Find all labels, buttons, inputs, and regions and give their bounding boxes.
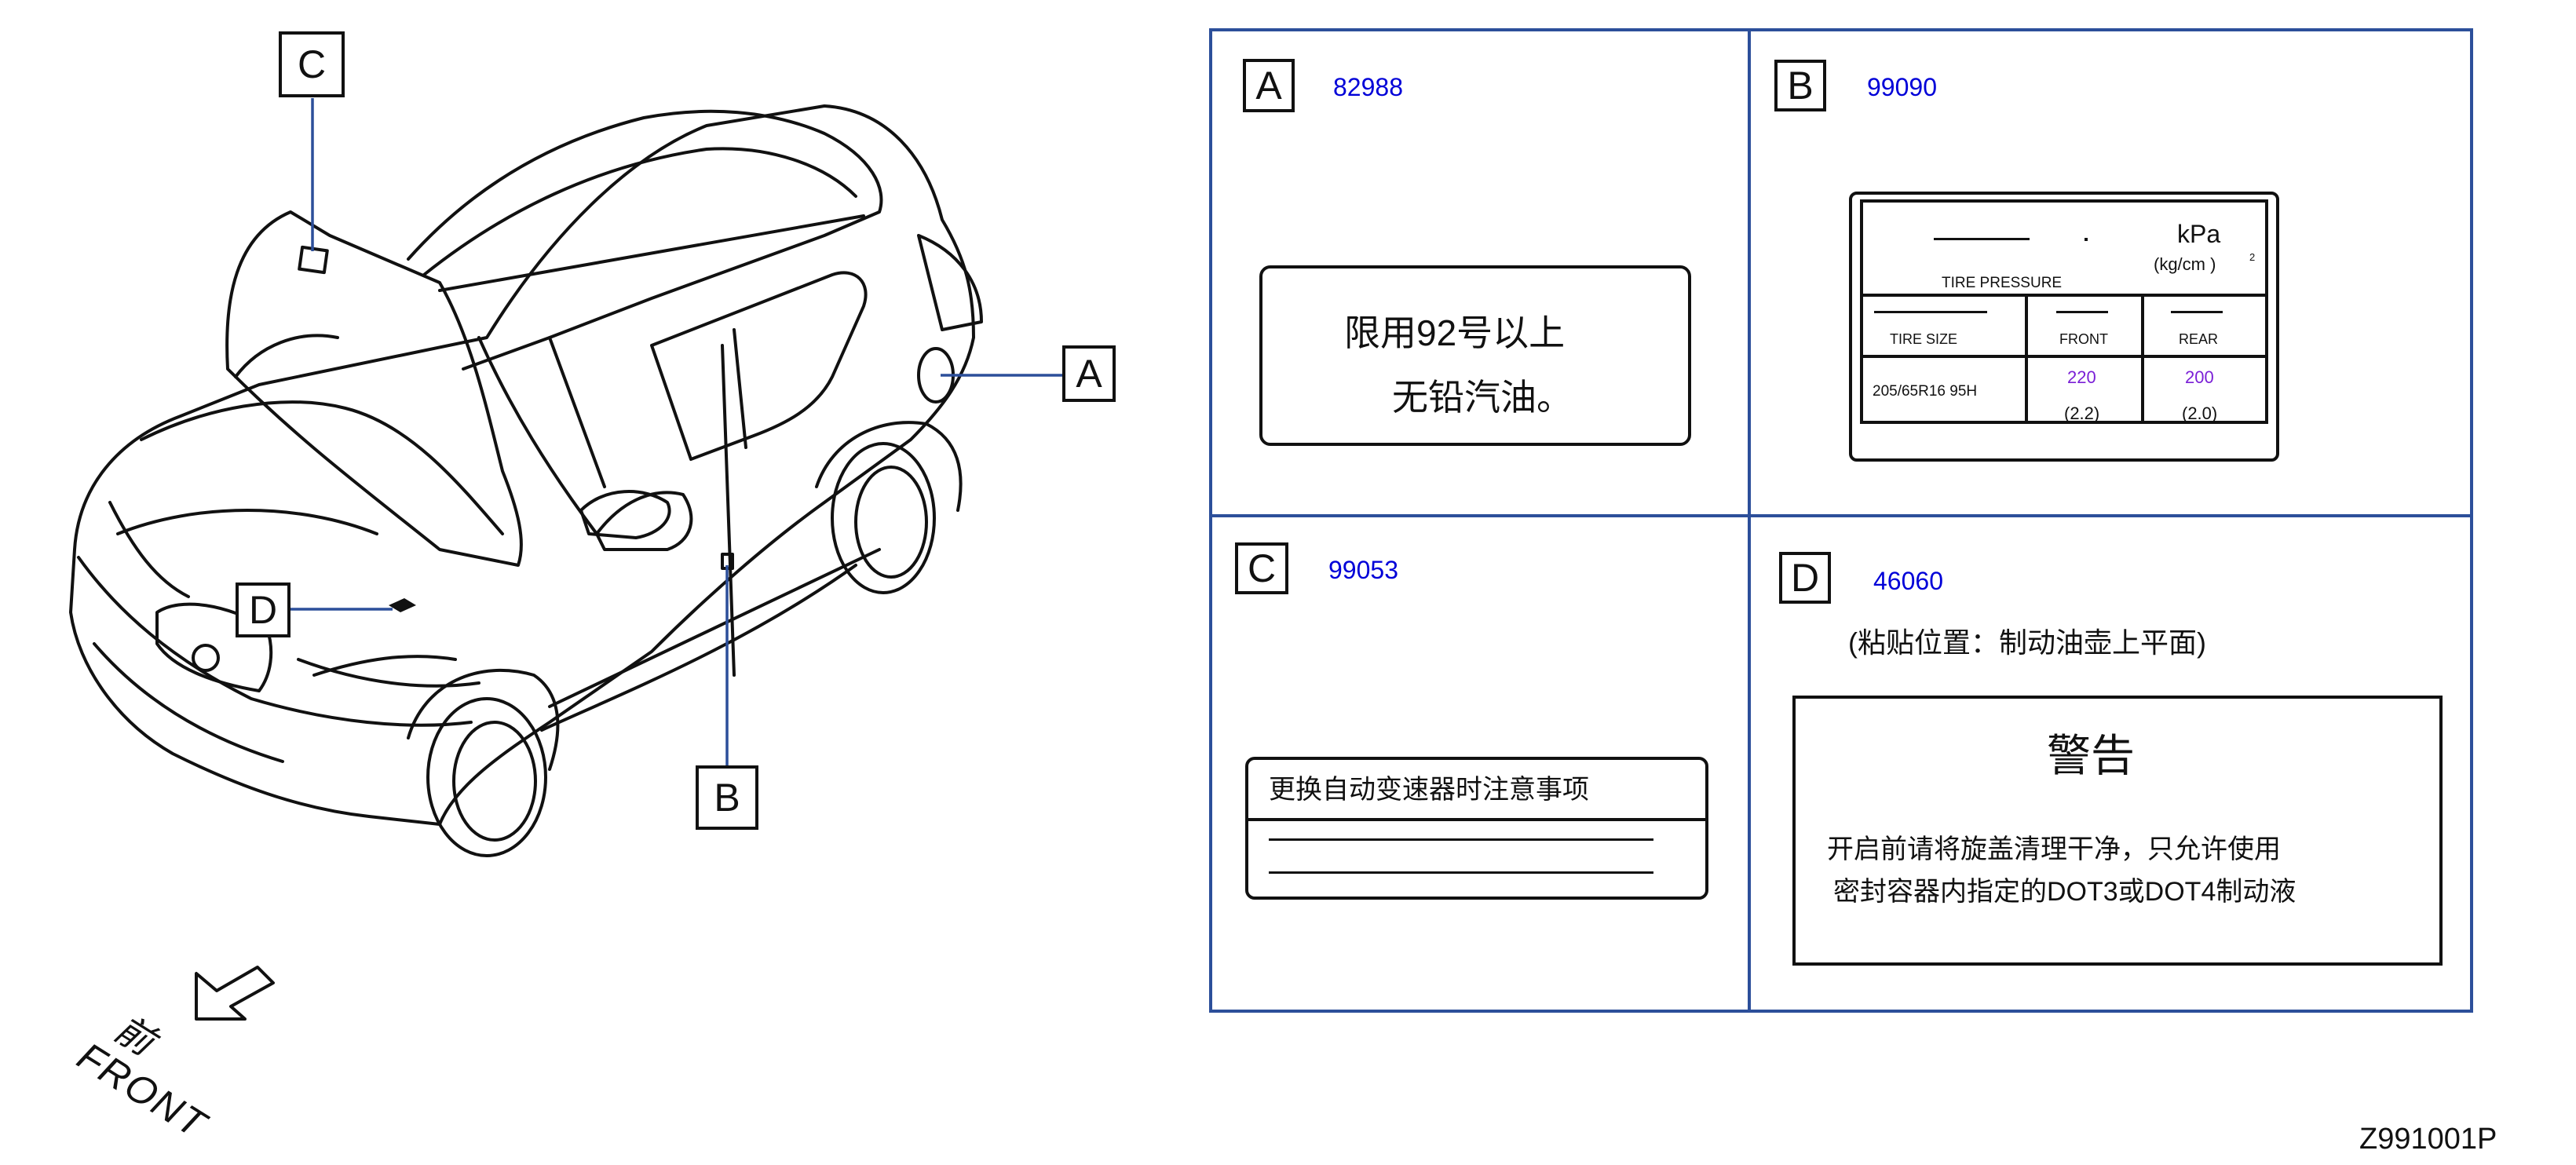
front-arrow-icon bbox=[195, 966, 275, 1021]
panel-a-letter: A bbox=[1243, 59, 1295, 112]
warning-title: 警告 bbox=[2047, 731, 2135, 780]
panel-a-part-number: 82988 bbox=[1333, 73, 1403, 101]
panel-divider-vertical bbox=[1748, 28, 1751, 1013]
panel-c-part-number: 99053 bbox=[1328, 556, 1398, 584]
rear-header: REAR bbox=[2179, 331, 2219, 347]
transmission-label-title: 更换自动变速器时注意事项 bbox=[1269, 775, 1589, 805]
front-header: FRONT bbox=[2059, 331, 2108, 347]
kgcm-unit: (kg/cm ) bbox=[2154, 254, 2216, 274]
front-pressure-kg: (2.2) bbox=[2064, 404, 2100, 423]
panel-b-letter: B bbox=[1774, 60, 1826, 111]
fuel-label-line1: 限用92号以上 bbox=[1344, 312, 1566, 353]
front-wheel bbox=[426, 697, 547, 857]
label-d-placement-note: (粘贴位置：制动油壶上平面) bbox=[1848, 626, 2206, 659]
tire-size-value: 205/65R16 95H bbox=[1873, 383, 1978, 400]
rear-wheel bbox=[831, 442, 936, 594]
rear-pressure-kg: (2.0) bbox=[2182, 404, 2218, 423]
rear-pressure-kpa: 200 bbox=[2185, 367, 2214, 387]
front-emblem bbox=[192, 644, 220, 672]
label-d-location bbox=[389, 598, 416, 612]
panel-c-letter: C bbox=[1235, 542, 1288, 594]
panel-b-part-number: 99090 bbox=[1867, 73, 1937, 101]
fuel-label-line2: 无铅汽油。 bbox=[1392, 377, 1573, 418]
callout-d: D bbox=[236, 582, 290, 637]
brake-fluid-warning-label: 警告 开启前请将旋盖清理干净，只允许使用 密封容器内指定的DOT3或DOT4制动… bbox=[1792, 696, 2443, 966]
callout-a: A bbox=[1062, 345, 1116, 402]
kpa-unit: kPa bbox=[2177, 220, 2221, 248]
transmission-label: 更换自动变速器时注意事项 bbox=[1245, 757, 1708, 900]
panel-d-letter: D bbox=[1779, 552, 1831, 604]
warning-line2: 密封容器内指定的DOT3或DOT4制动液 bbox=[1833, 877, 2296, 907]
fuel-label: 限用92号以上 无铅汽油。 bbox=[1259, 265, 1691, 446]
kgcm-superscript: 2 bbox=[2249, 251, 2256, 263]
tire-pressure-caption: TIRE PRESSURE bbox=[1942, 275, 2063, 291]
callout-b: B bbox=[696, 765, 758, 830]
panel-d-part-number: 46060 bbox=[1873, 567, 1943, 595]
tire-size-header: TIRE SIZE bbox=[1890, 331, 1958, 347]
panel-divider-horizontal bbox=[1209, 514, 2473, 517]
front-grille bbox=[155, 602, 273, 692]
label-c-location bbox=[298, 245, 329, 275]
callout-c: C bbox=[279, 31, 345, 97]
diagram-code: Z991001P bbox=[2359, 1123, 2497, 1156]
front-pressure-kpa: 220 bbox=[2067, 367, 2096, 387]
tire-pressure-table: kPa (kg/cm ) 2 TIRE PRESSURE TIRE SIZE F… bbox=[1860, 199, 2268, 424]
car-illustration bbox=[69, 98, 1062, 1021]
warning-line1: 开启前请将旋盖清理干净，只允许使用 bbox=[1827, 834, 2281, 864]
label-panel-grid bbox=[1209, 28, 2473, 1013]
open-hood bbox=[225, 210, 523, 567]
car-roof bbox=[407, 109, 883, 371]
tire-pressure-label: kPa (kg/cm ) 2 TIRE PRESSURE TIRE SIZE F… bbox=[1849, 192, 2279, 462]
